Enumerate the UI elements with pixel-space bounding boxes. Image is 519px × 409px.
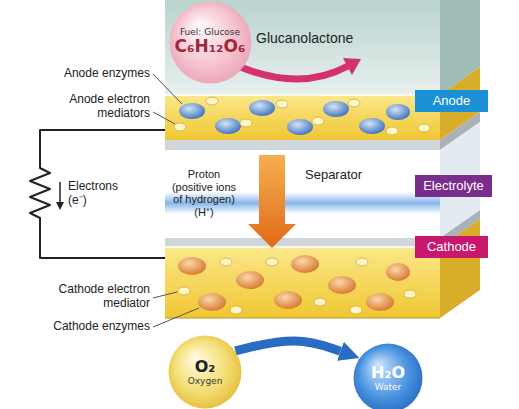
mediator	[386, 127, 398, 135]
tag-text: Cathode	[427, 240, 476, 255]
fuel-circle: Fuel: GlucoseC₆H₁₂O₆	[169, 1, 252, 84]
membrane-layer	[165, 238, 440, 247]
circle-formula: Water	[375, 382, 402, 392]
mediator	[356, 258, 368, 266]
leader-line	[153, 112, 175, 124]
circle-caption: Fuel: Glucose	[180, 27, 240, 37]
part-label: Anode enzymes	[40, 67, 150, 81]
layer-tag: Cathode	[415, 236, 488, 258]
circle-shape	[169, 1, 251, 83]
enzyme	[386, 263, 410, 281]
leader-line	[153, 292, 177, 298]
mediator	[240, 119, 252, 127]
part-label: Separator	[305, 168, 395, 183]
cathode-layer	[165, 247, 440, 318]
electron-flow-arrow	[59, 182, 61, 203]
product-circle: H₂OWater	[353, 343, 423, 409]
enzyme	[323, 101, 349, 117]
part-label: Anode electron mediators	[45, 93, 150, 121]
mediator	[206, 97, 218, 105]
mediator	[312, 117, 324, 125]
mediator	[314, 298, 326, 306]
circle-caption: H₂O	[371, 364, 405, 382]
stack-edge	[165, 318, 440, 319]
proton-label: Proton (positive ions of hydrogen) (H⁺)	[168, 168, 240, 219]
membrane-layer	[165, 140, 440, 150]
anode-layer	[165, 95, 440, 140]
enzyme	[236, 271, 264, 289]
circle-caption: O₂	[195, 358, 216, 376]
arrowhead	[56, 202, 64, 210]
enzyme	[287, 119, 313, 135]
mediator	[220, 258, 232, 266]
fuel-compartment	[165, 0, 440, 95]
tag-text: Anode	[433, 94, 471, 109]
cathode-mediators	[178, 258, 416, 314]
layer-tag: Anode	[415, 90, 488, 112]
mediator	[404, 290, 416, 298]
mediator	[276, 100, 288, 108]
leader-line	[153, 308, 199, 327]
anode-mediators	[174, 97, 430, 135]
fuel-reaction-arrow	[238, 66, 348, 79]
cathode-enzymes	[178, 255, 410, 311]
reaction-arrow	[235, 341, 340, 351]
circuit-wire-resistor	[30, 130, 165, 258]
current-label: Electrons (e⁻)	[68, 180, 132, 208]
layer-tag: Electrolyte	[415, 175, 492, 197]
enzyme	[215, 118, 241, 134]
enzyme	[291, 255, 319, 273]
enzyme	[178, 257, 206, 275]
circle-shape	[169, 336, 242, 409]
electrolyte-layer	[165, 150, 440, 238]
arrowhead	[343, 58, 361, 75]
product-label: Glucanolactone	[256, 30, 376, 46]
part-label: Cathode enzymes	[40, 320, 150, 334]
proton-arrow	[248, 155, 296, 248]
layer-edge	[165, 246, 440, 248]
enzyme	[366, 293, 394, 311]
part-label: Cathode electron mediator	[40, 283, 150, 311]
enzyme	[249, 100, 275, 116]
enzyme	[179, 103, 205, 119]
enzyme	[274, 291, 302, 309]
leader-line	[153, 74, 182, 104]
mediator	[348, 99, 360, 107]
mediator	[230, 306, 242, 314]
circle-formula: Oxygen	[188, 376, 223, 386]
mediator	[350, 306, 362, 314]
tag-text: Electrolyte	[423, 179, 484, 194]
mediator	[266, 258, 278, 266]
enzyme	[328, 276, 356, 294]
mediator	[174, 123, 186, 131]
enzyme	[386, 104, 410, 120]
enzyme	[198, 293, 226, 311]
circle-formula: C₆H₁₂O₆	[175, 37, 246, 57]
circle-shape	[354, 344, 423, 409]
mediator	[418, 124, 430, 132]
reactant-circle: O₂Oxygen	[168, 335, 242, 409]
enzyme	[359, 118, 385, 134]
mediator	[178, 287, 190, 295]
cathode-layer-side	[440, 219, 480, 318]
layer-edge	[165, 94, 440, 96]
